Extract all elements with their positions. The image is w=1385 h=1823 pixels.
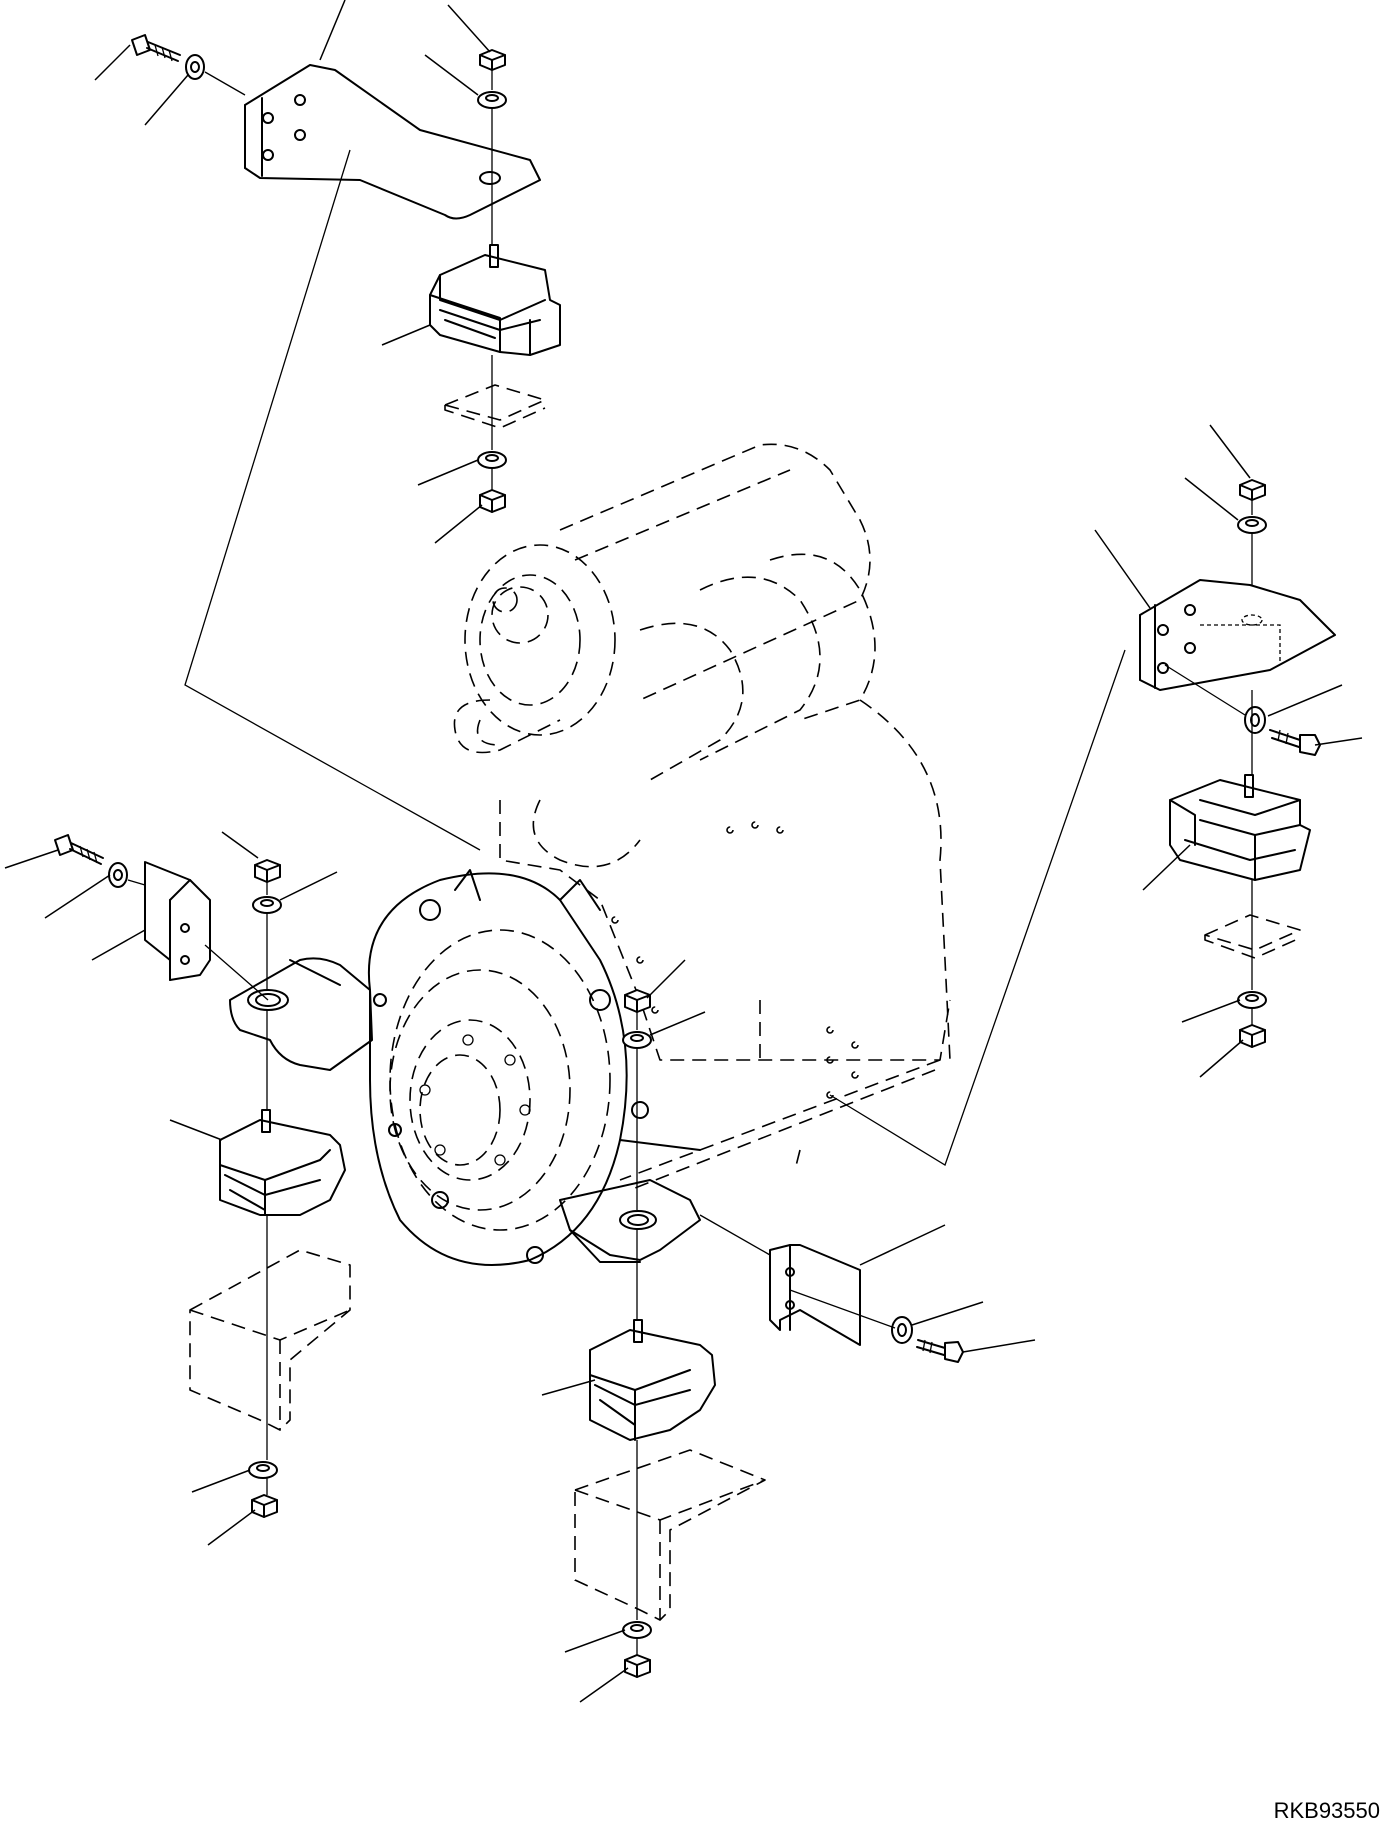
- reference-code: RKB93550: [1274, 1798, 1380, 1823]
- phantom-plate-bottom: [574, 1449, 766, 1621]
- rubber-mount-left: [219, 1109, 346, 1216]
- washer-center-1: [622, 1031, 652, 1049]
- nut-top-1: [479, 49, 506, 71]
- rear-mount-arm: [559, 1179, 701, 1263]
- washer-top-2: [477, 451, 507, 469]
- nut-center-1: [624, 989, 651, 1013]
- washer-left-1: [252, 896, 282, 914]
- rear-plate-bracket: [769, 1244, 861, 1346]
- nut-left-2: [251, 1494, 278, 1518]
- nut-right-1: [1239, 479, 1266, 501]
- nut-top-2: [479, 489, 506, 513]
- flywheel-housing: [367, 869, 701, 1266]
- nut-right-2: [1239, 1024, 1266, 1048]
- engine-phantom-outline: [453, 443, 951, 1191]
- phantom-plate-left: [189, 1249, 351, 1431]
- rubber-mount-top: [429, 244, 561, 356]
- bolt-top: [131, 34, 181, 62]
- washer-bolt-top: [185, 54, 205, 80]
- phantom-plate-right: [1204, 914, 1301, 959]
- rubber-mount-bottom: [589, 1319, 716, 1441]
- alignment-lines: [127, 70, 1253, 1655]
- washer-right-1: [1237, 516, 1267, 534]
- washer-bolt-right: [1244, 706, 1266, 734]
- left-plate-bracket: [144, 861, 211, 981]
- washer-right-2: [1237, 991, 1267, 1009]
- top-bracket: [244, 64, 541, 220]
- right-bracket: [1139, 579, 1336, 691]
- fasteners: [54, 34, 1321, 1678]
- bolt-left: [54, 834, 104, 865]
- bolt-rear: [916, 1339, 964, 1363]
- callout-leaders: [4, 0, 1363, 1703]
- nut-center-2: [624, 1654, 651, 1678]
- rubber-mount-right: [1169, 774, 1311, 881]
- washer-left-2: [248, 1461, 278, 1479]
- washer-bolt-left: [108, 862, 128, 888]
- washer-center-2: [622, 1621, 652, 1639]
- front-mount-arm: [229, 957, 373, 1071]
- phantom-plate-top: [444, 384, 546, 429]
- nut-left-1: [254, 859, 281, 883]
- washer-top-1: [477, 91, 507, 109]
- bolt-right: [1269, 729, 1321, 756]
- washer-bolt-rear: [891, 1316, 913, 1344]
